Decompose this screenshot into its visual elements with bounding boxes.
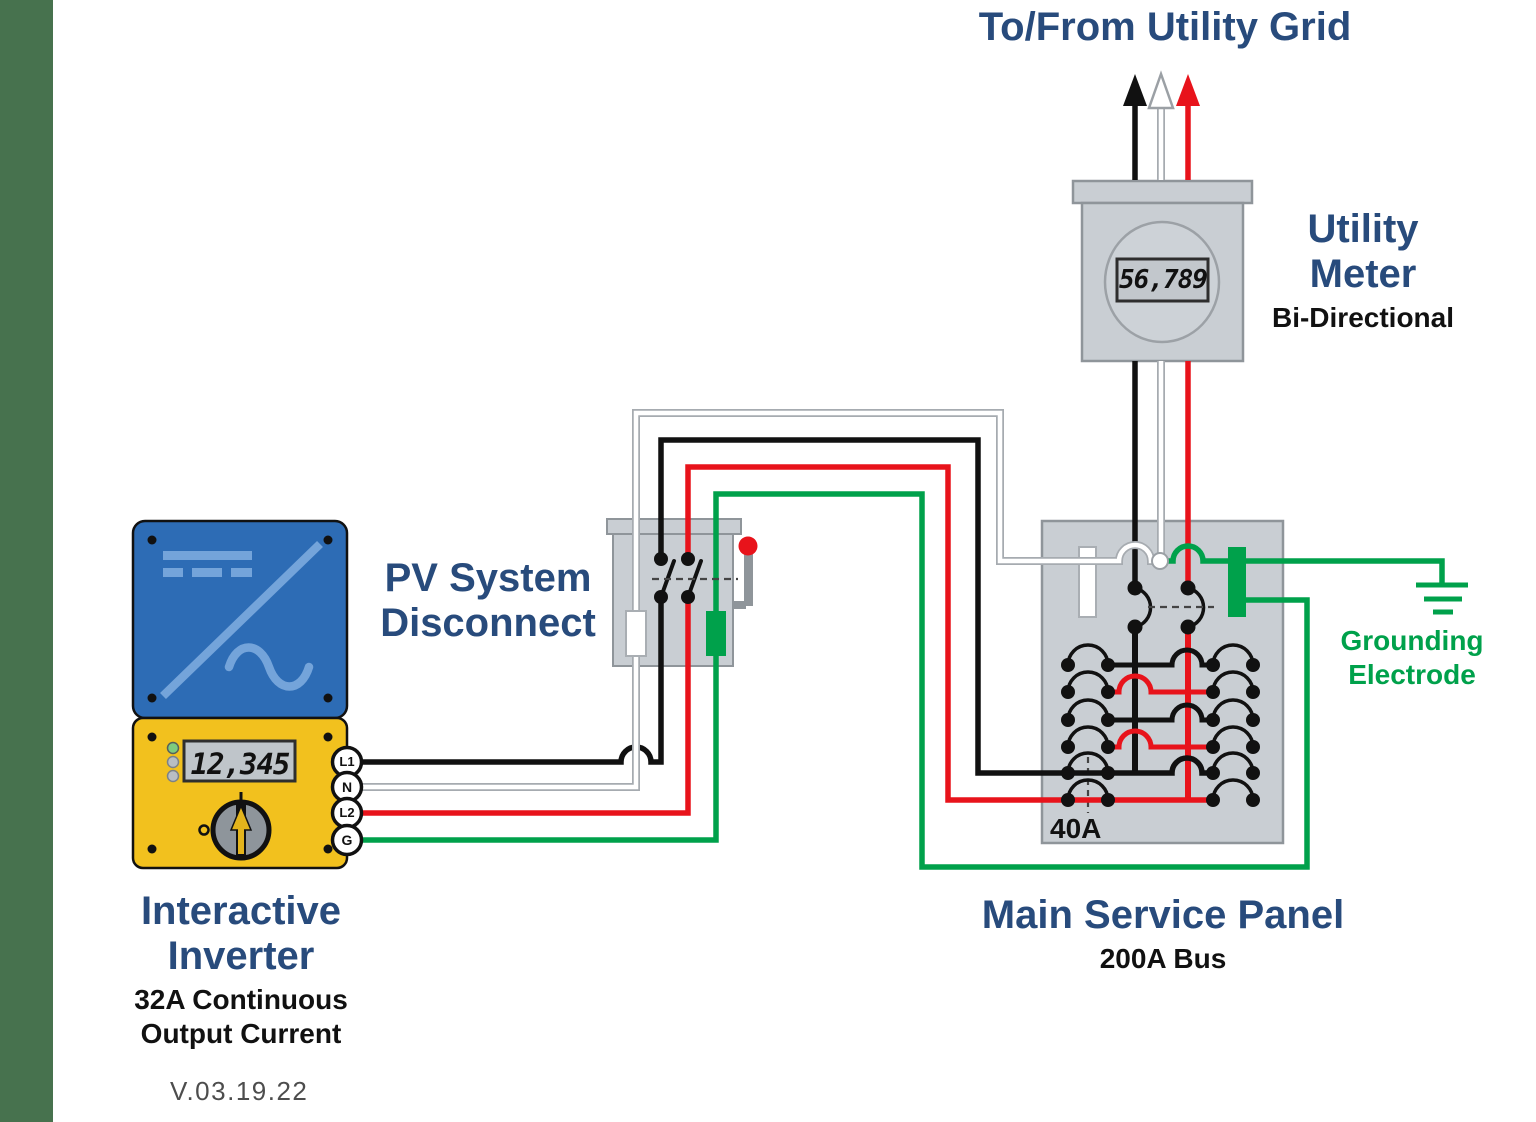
- wire-neutral-white: [361, 106, 1165, 791]
- terminal-label-n: N: [341, 779, 353, 795]
- disconnect-switch-contacts: [654, 552, 695, 604]
- utility-meter: [1071, 179, 1254, 363]
- neutral-junction-dot: [1151, 552, 1169, 570]
- ground-bus: [1228, 547, 1246, 617]
- inverter-label: Interactive Inverter: [140, 889, 342, 978]
- terminal-g: [330, 823, 364, 857]
- terminal-label-g: G: [341, 832, 353, 848]
- screws: [147, 732, 333, 854]
- led-gray: [166, 769, 180, 783]
- meter-reading: 56,789: [1119, 265, 1208, 295]
- grid-arrowhead-white: [1147, 70, 1175, 110]
- disconnect-handle-knob: [738, 536, 758, 556]
- screws: [147, 535, 333, 703]
- grid-arrowhead-black: [1123, 74, 1147, 106]
- sine-wave-icon: [224, 643, 314, 691]
- branch-wire-red: [1108, 673, 1213, 695]
- page-edge-bar: [0, 0, 53, 1122]
- branch-wire-black: [1108, 647, 1213, 668]
- dc-ac-symbol-icon: [160, 540, 323, 700]
- terminal-label-l2: L2: [339, 805, 355, 820]
- inverter-reading: 12,345: [190, 747, 291, 781]
- led-gray: [166, 755, 180, 769]
- interactive-inverter: [131, 519, 364, 870]
- pv-disconnect-label: PV System Disconnect: [380, 556, 596, 645]
- wire-ground-green: [361, 491, 1468, 870]
- panel-contact-dots: [1061, 580, 1260, 807]
- disconnect-ground-block: [706, 611, 726, 656]
- disconnect-cap: [606, 518, 742, 535]
- selector-knob: [198, 792, 272, 861]
- meter-cap: [1071, 179, 1254, 205]
- utility-meter-label: Utility Meter: [1307, 207, 1419, 296]
- status-leds: [166, 741, 180, 783]
- backfeed-breaker-label: 40A: [1050, 813, 1102, 844]
- inverter-spec-label: 32A Continuous Output Current: [134, 984, 348, 1049]
- disconnect-handle: [744, 553, 753, 606]
- led-green: [166, 741, 180, 755]
- branch-breaker-arcs-right: [1211, 643, 1255, 801]
- output-terminals: [330, 745, 364, 857]
- branch-breaker-arcs-left: [1066, 643, 1110, 801]
- utility-meter-sublabel: Bi-Directional: [1271, 302, 1455, 333]
- title-utility-grid: To/From Utility Grid: [978, 5, 1352, 49]
- inverter-display: [182, 739, 297, 783]
- branch-wire-black: [1108, 702, 1213, 723]
- main-panel-bus-label: 200A Bus: [1099, 943, 1227, 974]
- grid-arrowhead-red: [1176, 74, 1200, 106]
- grounding-electrode-label: Grounding Electrode: [1340, 625, 1484, 690]
- disconnect-handle-stub: [732, 601, 746, 609]
- branch-wire-red: [1108, 728, 1213, 750]
- neutral-ground-bond: [1168, 543, 1228, 564]
- grounding-electrode-symbol: [1416, 582, 1468, 615]
- meter-display: [1115, 257, 1210, 303]
- disconnect-neutral-block: [625, 610, 647, 657]
- knob-index-dot: [198, 824, 210, 836]
- grounding-electrode-conductor: [1246, 558, 1445, 583]
- main-panel-label: Main Service Panel: [981, 893, 1345, 937]
- version-text: V.03.19.22: [170, 1076, 309, 1106]
- terminal-label-l1: L1: [339, 754, 355, 769]
- pv-disconnect-internals: [625, 536, 758, 657]
- grid-arrows: [1123, 70, 1200, 110]
